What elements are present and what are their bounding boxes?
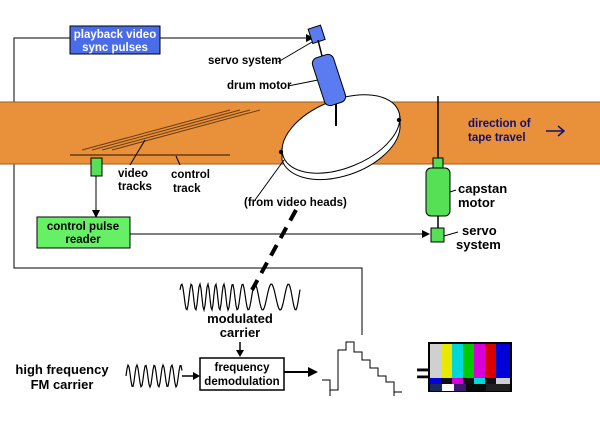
modulated-label-1: modulated [207,311,273,326]
servo-system-top-label: servo system [208,55,282,67]
control-pickup-head [90,157,103,177]
video-tracks-label-1: video [118,168,148,180]
playback-sync-label-1: playback video [74,29,156,41]
control-pulse-label-1: control pulse [47,221,119,233]
drum-motor-label: drum motor [227,80,292,92]
video-track-lines [81,109,261,151]
direction-label-2: tape travel [468,132,526,144]
head-drum [278,94,402,181]
playback-sync-label-2: sync pulses [82,42,148,54]
capstan-motor [425,167,451,217]
freq-demod-label-1: frequency [215,362,271,374]
hf-carrier-wave [125,363,183,389]
control-track-label-2: track [173,183,201,195]
sync-to-servo-arrow [306,34,314,42]
hf-carrier-label-1: high frequency [15,362,109,377]
drum-motor-assembly [307,24,347,126]
control-pulse-label-2: reader [65,234,101,246]
equals-sign: = [416,358,431,388]
servo-bottom-label-1: servo [462,223,497,238]
bottom-servo [430,227,445,243]
control-track-label-1: control [171,169,210,181]
direction-label-1: direction of [468,118,531,130]
video-tracks-label-2: tracks [118,181,152,193]
heads-signal-dash [250,209,298,291]
modulated-carrier-wave [179,281,301,313]
from-video-heads-label: (from video heads) [244,197,347,209]
frequency-demodulation-box [199,357,285,391]
playback-sync-box [69,25,161,55]
color-bar-pattern [428,342,512,392]
capstan-label-2: motor [458,195,495,210]
hf-carrier-label-2: FM carrier [31,377,94,392]
top-servo [307,24,326,45]
capstan-motor-assembly [425,157,451,243]
servo-bottom-label-2: system [456,237,501,252]
sync-feedback-wire [13,37,363,335]
capstan-label-1: capstan [458,181,507,196]
demodulated-staircase-wave [322,341,402,393]
modulated-label-2: carrier [220,325,260,340]
control-pulse-reader-box [36,216,131,249]
freq-demod-label-2: demodulation [204,376,279,388]
drum-motor [311,53,347,107]
